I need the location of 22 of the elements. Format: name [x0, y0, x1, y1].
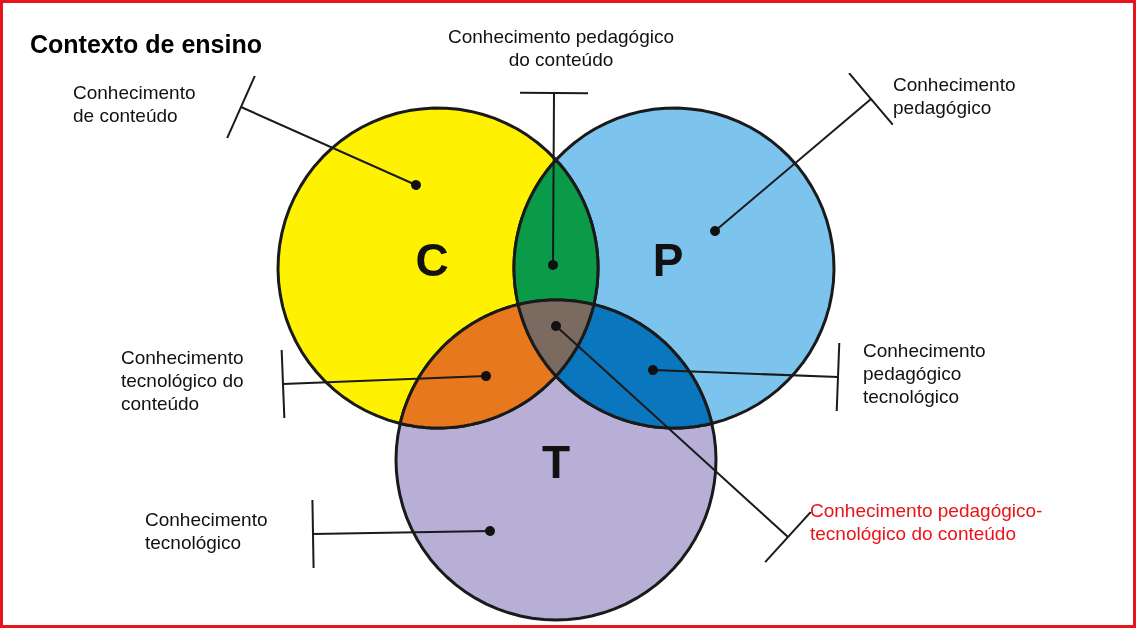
circle-letter: P — [652, 234, 684, 286]
circle-letter: T — [541, 436, 571, 488]
leader-line — [710, 72, 894, 236]
overlap-region — [554, 303, 714, 430]
leader-line — [648, 342, 841, 412]
knowledge-label: Conhecimento de conteúdo — [73, 81, 241, 133]
leader-line — [519, 91, 589, 270]
knowledge-label: Conhecimento pedagógico — [871, 73, 1061, 125]
leader-line — [280, 349, 491, 419]
circle-letter: C — [415, 234, 449, 286]
overlap-region — [398, 303, 558, 430]
knowledge-label: Conhecimento pedagógico do conteúdo — [446, 25, 676, 93]
knowledge-label: Conhecimento pedagógico-tecnológico do conteúdo — [788, 499, 1050, 575]
knowledge-label: Conhecimento tecnológico do conteúdo — [121, 346, 283, 422]
frame-title: Contexto de ensino — [30, 30, 262, 59]
leader-line — [311, 499, 495, 569]
knowledge-label: Conhecimento pedagógico tecnológico — [838, 339, 1028, 415]
overlap-region — [512, 158, 600, 306]
leader-line — [551, 321, 812, 564]
leader-line — [226, 74, 421, 190]
overlap-region — [516, 298, 596, 378]
knowledge-label: Conhecimento tecnológico — [145, 508, 313, 560]
